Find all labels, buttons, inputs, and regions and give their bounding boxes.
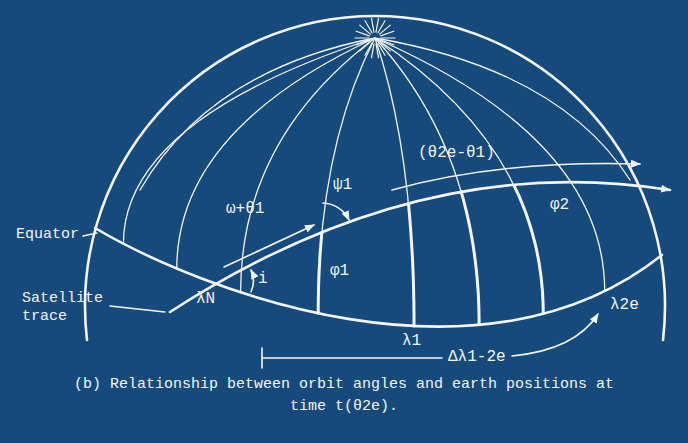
pole-ray (381, 31, 394, 36)
meridian-line (177, 38, 375, 269)
pole-ray (355, 37, 369, 38)
satellite-trace (170, 182, 670, 312)
angle-label: (θ2e-θ1) (418, 144, 495, 163)
heading-angle-arrow (323, 203, 349, 220)
callout-label: Satellite trace (22, 290, 114, 326)
angle-label: i (258, 270, 268, 289)
dimension-line (262, 357, 442, 359)
longitude-label: λ1 (402, 332, 421, 351)
leader-line (83, 233, 97, 236)
pole-ray (381, 37, 395, 38)
pole-ray (365, 21, 372, 33)
arc-arrow (392, 164, 640, 190)
angle-label: ψ1 (333, 176, 352, 195)
sphere-outline (85, 16, 665, 340)
equator-line (95, 228, 662, 327)
meridian-line (318, 38, 375, 313)
angle-label: ω+θ1 (226, 200, 264, 219)
latitude-label: φ1 (330, 262, 349, 281)
meridian-line (140, 38, 375, 190)
latitude-label: φ2 (550, 196, 569, 215)
pole-ray (372, 44, 375, 58)
latitude-segment (514, 185, 543, 313)
dimension-label: Δλ1-2e (448, 348, 506, 367)
latitude-segment (409, 204, 415, 326)
latitude-segment (318, 233, 322, 314)
callout-label: Equator (16, 226, 79, 244)
latitude-segment (461, 192, 479, 325)
dimension-arrow (512, 314, 598, 356)
meridian-line (375, 38, 630, 180)
leader-line (110, 306, 165, 312)
arc-arrow (224, 225, 314, 267)
angle-label: λN (196, 290, 215, 309)
inclination-arrow (251, 270, 254, 292)
longitude-label: λ2e (610, 296, 639, 315)
pole-ray (376, 18, 379, 32)
meridian-line (375, 38, 414, 326)
pole-ray (372, 18, 375, 32)
figure-caption: (b) Relationship between orbit angles an… (59, 374, 629, 418)
